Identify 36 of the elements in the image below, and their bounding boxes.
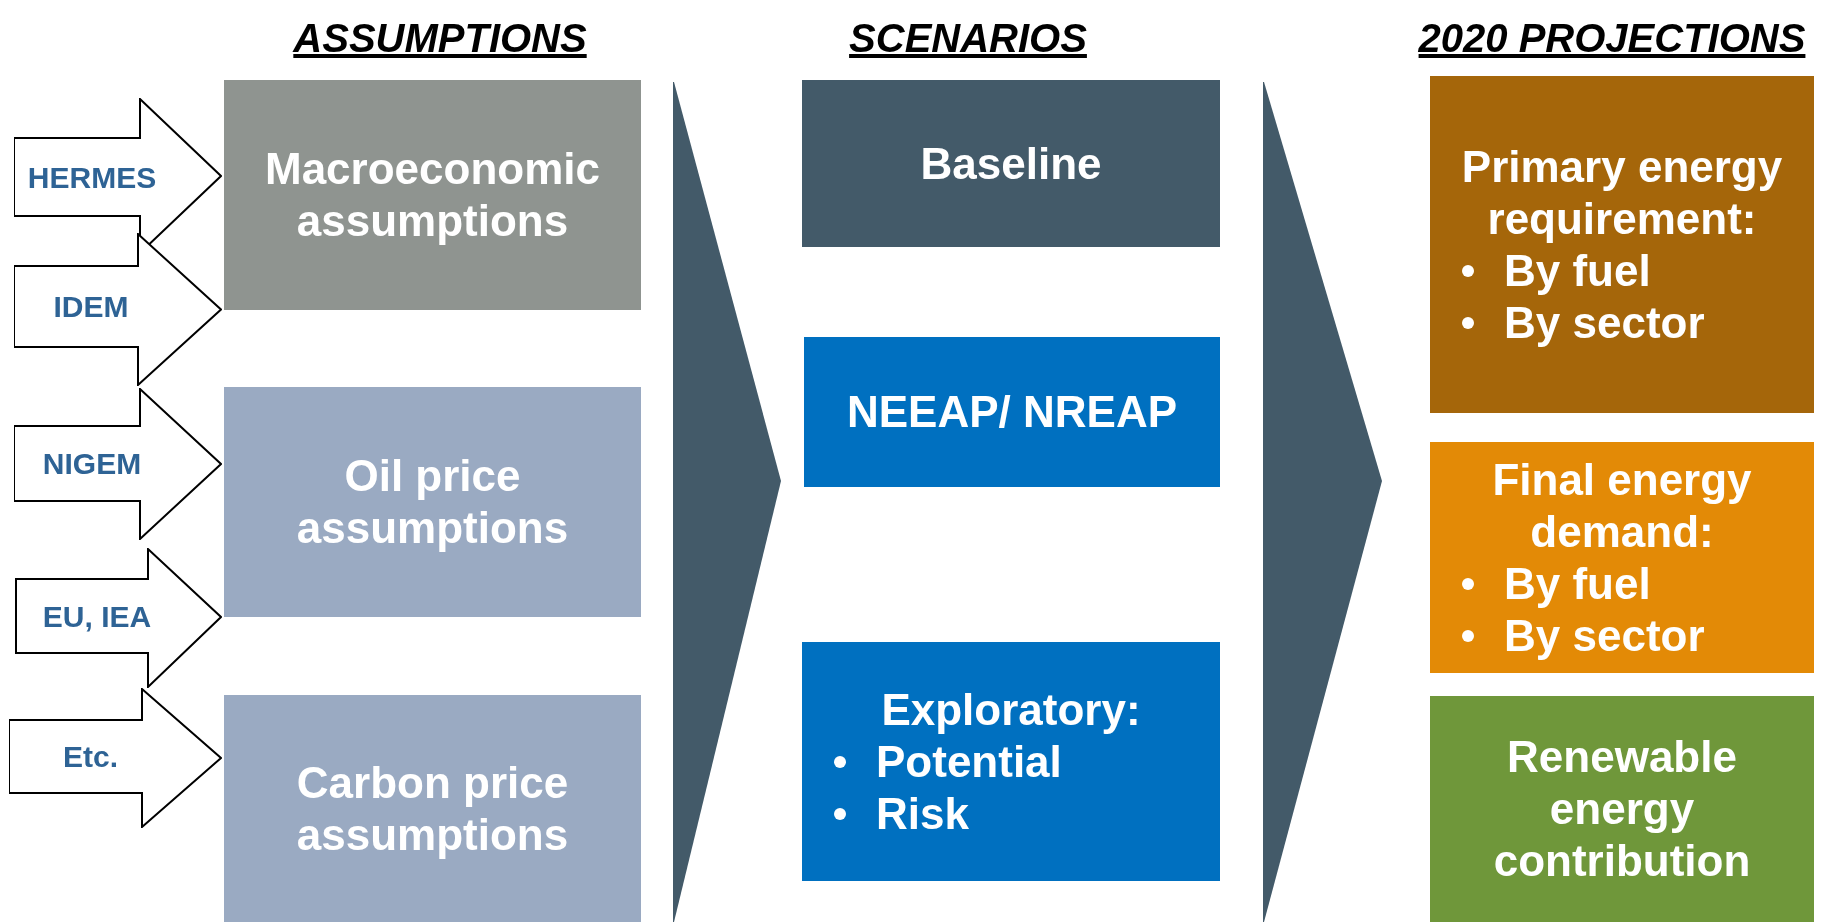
box-title: Primary energy requirement: xyxy=(1460,140,1784,245)
block-arrow xyxy=(15,548,222,688)
bullet-item: By fuel xyxy=(1504,244,1651,297)
assumption-box xyxy=(224,80,641,310)
column-heading: ASSUMPTIONS xyxy=(293,15,587,62)
projection-box xyxy=(1430,76,1814,413)
block-arrow xyxy=(14,233,222,386)
edge-label: NIGEM xyxy=(42,446,142,482)
bullet-item: By fuel xyxy=(1504,557,1651,610)
box-title: NEEAP/ NREAP xyxy=(846,386,1178,438)
edge-label: EU, IEA xyxy=(42,598,152,635)
bullet-item: Potential xyxy=(876,735,1062,788)
edge-label: HERMES xyxy=(27,159,157,196)
block-arrow xyxy=(14,388,222,540)
box-title: Exploratory: xyxy=(881,683,1141,736)
box-title: Final energy demand: xyxy=(1491,453,1753,558)
scenario-box xyxy=(804,337,1220,487)
bullet-item: By sector xyxy=(1504,609,1705,662)
box-title: Macroeconomic assumptions xyxy=(264,143,601,247)
projection-box xyxy=(1430,442,1814,673)
edge-label: IDEM xyxy=(53,289,129,325)
box-title: Renewable energy contribution xyxy=(1492,731,1752,887)
scenario-box xyxy=(802,642,1220,881)
box-title: Baseline xyxy=(920,137,1102,190)
bullet-item: Risk xyxy=(876,787,969,840)
column-heading: SCENARIOS xyxy=(849,15,1087,62)
assumption-box xyxy=(224,695,641,922)
box-title: Carbon price assumptions xyxy=(295,756,570,861)
bullet-item: By sector xyxy=(1504,296,1705,349)
edge-label: Etc. xyxy=(63,739,118,775)
assumption-box xyxy=(224,387,641,617)
column-heading: 2020 PROJECTIONS xyxy=(1418,15,1806,62)
box-title: Oil price assumptions xyxy=(295,450,570,554)
block-arrow xyxy=(9,688,222,828)
scenario-box xyxy=(802,80,1220,247)
projection-box xyxy=(1430,696,1814,922)
